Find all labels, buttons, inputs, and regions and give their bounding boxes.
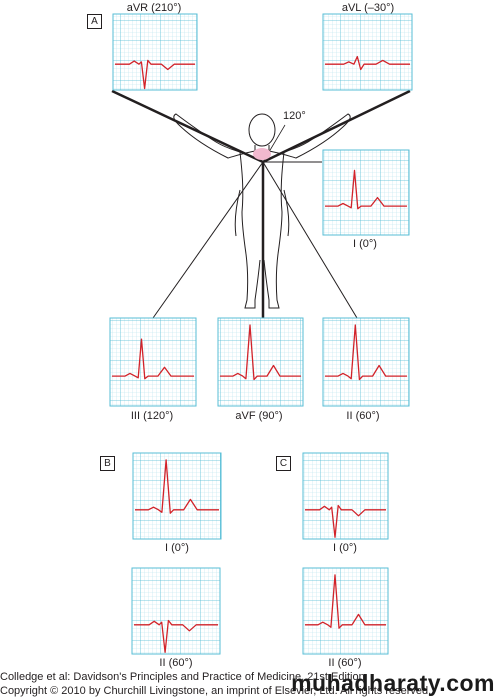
panel-c-ecg-strip-i	[302, 452, 389, 540]
ecg-strip-avr	[112, 13, 198, 91]
panel-c-lead-i-label: I (0°)	[333, 542, 357, 554]
ecg-strip-avl	[322, 13, 413, 91]
panel-c-lead-ii-label: II (60°)	[328, 657, 362, 669]
lead-avf-label: aVF (90°)	[235, 410, 283, 422]
panel-b-ecg-strip-i-trace	[135, 459, 219, 514]
panel-b-ecg-strip-i	[132, 452, 222, 540]
ecg-strip-ii-trace	[325, 324, 407, 381]
panel-b-lead-ii-label: II (60°)	[159, 657, 193, 669]
panel-b-ecg-strip-i-grid	[132, 452, 222, 540]
panel-b-ecg-strip-ii	[131, 567, 221, 655]
ecg-strip-i	[322, 149, 410, 236]
ecg-strip-avf	[217, 317, 304, 407]
credit-line-2: Copyright © 2010 by Churchill Livingston…	[0, 685, 432, 697]
panel-c-ecg-strip-ii-grid	[302, 567, 389, 655]
panel-c-ecg-strip-i-trace	[305, 504, 386, 538]
ecg-strip-i-trace	[325, 169, 407, 210]
credit-line-1: Colledge et al: Davidson's Principles an…	[0, 671, 365, 683]
panel-c-badge: C	[276, 456, 291, 471]
panel-c-ecg-strip-ii-trace	[305, 574, 386, 629]
panel-b-lead-i-label: I (0°)	[165, 542, 189, 554]
lead-i-label: I (0°)	[353, 238, 377, 250]
ecg-strip-avr-trace	[115, 59, 195, 90]
lead-ii-label: II (60°)	[346, 410, 380, 422]
watermark: muhadharaty.com	[291, 670, 495, 696]
ecg-strip-avr-grid	[112, 13, 198, 91]
panel-c-ecg-strip-i-grid	[302, 452, 389, 540]
ecg-strip-i-grid	[322, 149, 410, 236]
panel-c-ecg-strip-ii	[302, 567, 389, 655]
panel-a-badge: A	[87, 14, 102, 29]
lead-connector-lines	[111, 89, 411, 319]
ecg-strip-iii-trace	[112, 338, 194, 380]
panel-b-ecg-strip-ii-grid	[131, 567, 221, 655]
angle-label-120: 120°	[283, 110, 306, 122]
ecg-strip-avf-trace	[220, 324, 301, 381]
lead-iii-label: III (120°)	[130, 410, 174, 422]
lead-avl-label: aVL (–30°)	[341, 2, 395, 14]
ecg-strip-avl-trace	[325, 55, 410, 71]
ecg-strip-avl-grid	[322, 13, 413, 91]
panel-b-badge: B	[100, 456, 115, 471]
ecg-strip-ii-grid	[322, 317, 410, 407]
panel-b-ecg-strip-ii-trace	[134, 619, 218, 653]
ecg-strip-avf-grid	[217, 317, 304, 407]
lead-avr-label: aVR (210°)	[126, 2, 182, 14]
human-body-outline	[173, 113, 351, 309]
ecg-strip-iii	[109, 317, 197, 407]
heart-shape	[253, 148, 271, 160]
ecg-strip-ii	[322, 317, 410, 407]
ecg-strip-iii-grid	[109, 317, 197, 407]
